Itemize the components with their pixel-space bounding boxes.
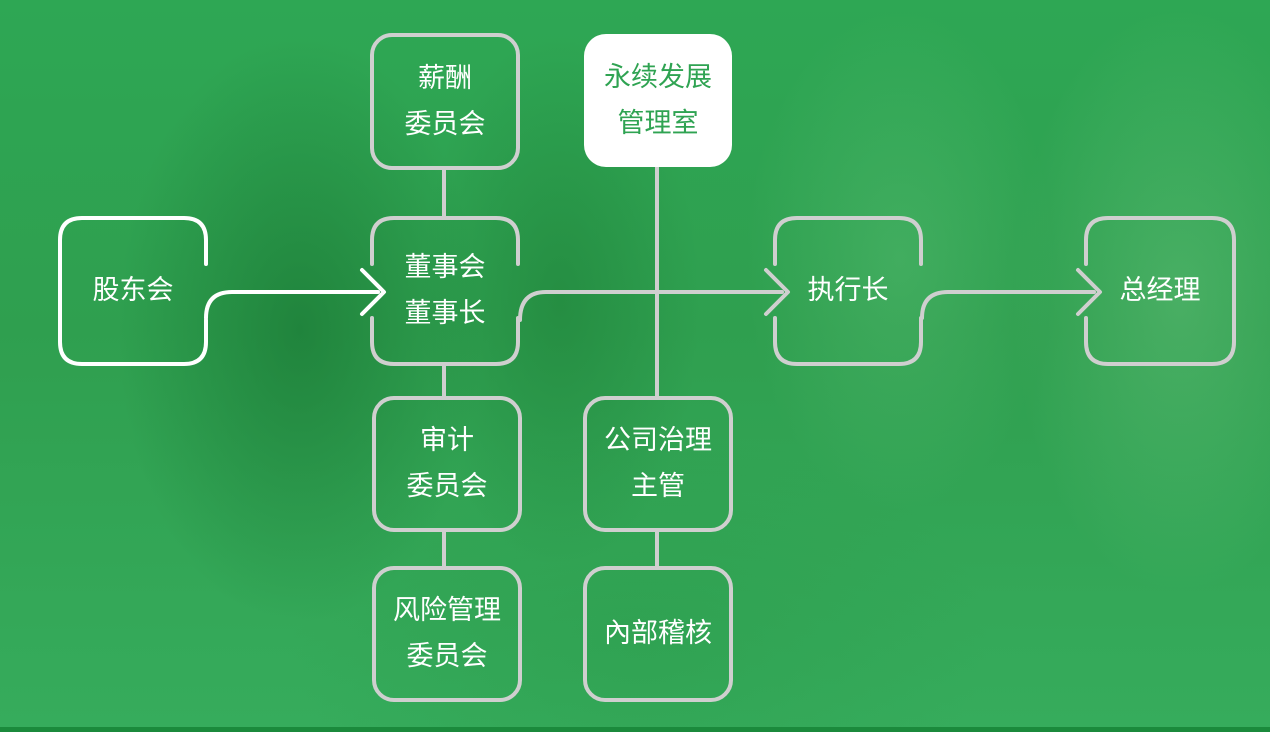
node-label: 董事会 董事长 [404,252,486,329]
arrowhead-ceo [764,268,790,316]
arrow-ceo-gm [920,290,1096,320]
node-ceo: 执行长 [773,216,923,366]
node-label: 风险管理 委员会 [393,595,501,672]
node-shareholders: 股东会 [58,216,208,366]
node-frame [1084,216,1236,366]
arrow-board-ceo [518,290,784,322]
node-frame [58,216,208,366]
node-frame [773,216,923,366]
node-label: 股东会 [92,275,174,307]
node-governance-officer: 公司治理 主管 [583,396,733,532]
node-label: 总经理 [1119,275,1201,307]
bottom-bar [0,727,1270,732]
node-general-manager: 总经理 [1084,216,1236,366]
node-label: 內部稽核 [604,618,712,650]
node-frame [370,216,520,366]
arrow-shareholders-board [204,290,380,320]
node-internal-audit: 內部稽核 [583,566,733,702]
arrowhead-board [360,268,386,316]
arrowhead-gm [1076,268,1102,316]
node-label: 公司治理 主管 [604,425,712,502]
node-risk-committee: 风险管理 委员会 [372,566,522,702]
node-label: 永续发展 管理室 [604,61,712,139]
node-compensation-committee: 薪酬 委员会 [370,33,520,170]
node-audit-committee: 审计 委员会 [372,396,522,532]
node-sustainability-office: 永续发展 管理室 [584,34,732,167]
node-board: 董事会 董事长 [370,216,520,366]
node-label: 执行长 [807,275,889,307]
node-label: 薪酬 委员会 [404,62,486,140]
node-label: 审计 委员会 [406,425,488,502]
